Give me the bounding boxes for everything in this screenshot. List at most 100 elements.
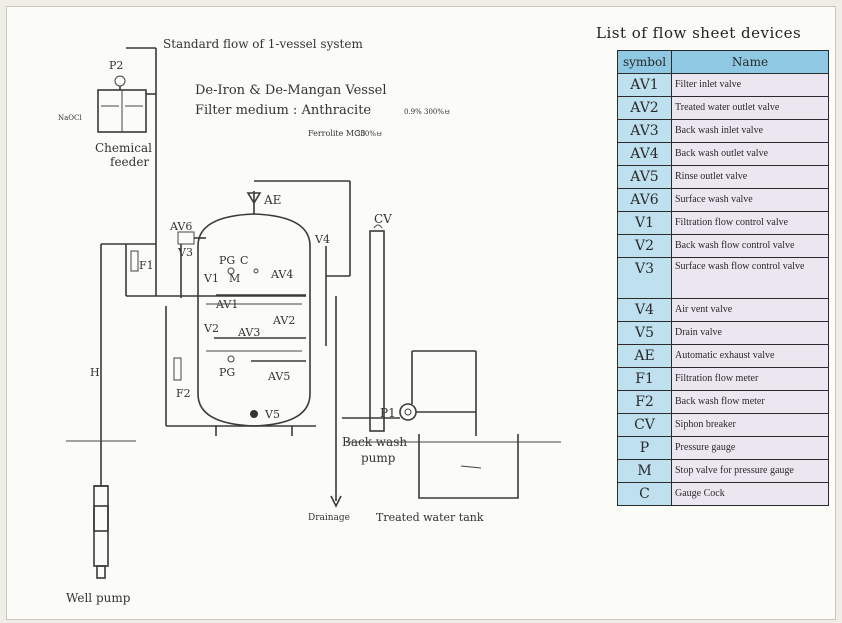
header-symbol: symbol: [617, 50, 672, 74]
pg-upper-gauge: [227, 267, 235, 275]
device-symbol: V5: [617, 321, 672, 345]
device-symbol: AV5: [617, 165, 672, 189]
header-name: Name: [671, 50, 829, 74]
device-symbol: AE: [617, 344, 672, 368]
filter-medium-value-1: 0.9% 300%ㅂ: [404, 108, 450, 116]
label-f1: F1: [139, 259, 154, 272]
device-name: Stop valve for pressure gauge: [671, 459, 829, 483]
f2-meter: [173, 357, 182, 381]
label-m: M: [229, 272, 240, 285]
device-symbol: AV3: [617, 119, 672, 143]
v5-valve: [250, 410, 258, 418]
device-name: Surface wash flow control valve: [671, 257, 829, 299]
label-v1: V1: [203, 272, 219, 285]
label-backwash-pump-2: pump: [361, 451, 396, 465]
cv-siphon: [369, 224, 385, 432]
device-symbol: AV6: [617, 188, 672, 212]
filter-medium-label-2: Ferrolite MC3: [308, 129, 365, 138]
device-symbol: AV2: [617, 96, 672, 120]
header-title: Standard flow of 1-vessel system: [163, 37, 363, 51]
device-name: Pressure gauge: [671, 436, 829, 460]
f1-meter-line: [100, 243, 306, 486]
device-name: Automatic exhaust valve: [671, 344, 829, 368]
device-name: Back wash inlet valve: [671, 119, 829, 143]
label-drainage: Drainage: [308, 513, 350, 523]
label-well-pump: Well pump: [66, 591, 131, 605]
device-symbol: F2: [617, 390, 672, 414]
device-name: Back wash flow control valve: [671, 234, 829, 258]
device-name: Drain valve: [671, 321, 829, 345]
device-name: Filter inlet valve: [671, 73, 829, 97]
device-symbol: V2: [617, 234, 672, 258]
device-symbol: AV1: [617, 73, 672, 97]
device-symbol: P: [617, 436, 672, 460]
device-name: Surface wash valve: [671, 188, 829, 212]
device-name: Back wash outlet valve: [671, 142, 829, 166]
label-pg-lower: PG: [219, 366, 235, 379]
device-symbol: M: [617, 459, 672, 483]
filter-medium-label: Filter medium : Anthracite: [195, 103, 371, 118]
label-v4: V4: [314, 233, 330, 246]
label-pg-upper: PG: [219, 254, 235, 267]
device-symbol: C: [617, 482, 672, 506]
device-name: Air vent valve: [671, 298, 829, 322]
label-av2: AV2: [272, 314, 295, 327]
label-av4: AV4: [270, 268, 293, 281]
label-cv: CV: [374, 212, 392, 226]
filter-vessel: [165, 213, 316, 436]
label-f2: F2: [176, 387, 191, 400]
gauge-cock: [253, 268, 259, 274]
device-symbol: V1: [617, 211, 672, 235]
device-symbol: CV: [617, 413, 672, 437]
pg-lower-gauge: [227, 355, 235, 363]
label-v2: V2: [203, 322, 219, 335]
device-symbol: V3: [617, 257, 672, 299]
device-name: Gauge Cock: [671, 482, 829, 506]
label-ae: AE: [263, 193, 281, 207]
device-list-title: List of flow sheet devices: [596, 24, 802, 42]
label-c: C: [240, 254, 248, 267]
device-name: Siphon breaker: [671, 413, 829, 437]
label-naocl: NaOCl: [58, 114, 82, 122]
label-av6: AV6: [169, 220, 192, 233]
device-name: Back wash flow meter: [671, 390, 829, 414]
flow-diagram: Standard flow of 1-vessel system De-Iron…: [58, 37, 561, 605]
chemical-feeder: [97, 47, 157, 296]
backwash-pump: [342, 350, 477, 436]
well-pump: [66, 440, 136, 579]
label-h: H: [90, 366, 100, 379]
device-name: Filtration flow control valve: [671, 211, 829, 235]
label-v5: V5: [264, 408, 280, 421]
device-symbol: V4: [617, 298, 672, 322]
device-symbol: AV4: [617, 142, 672, 166]
treated-water-tank: [346, 434, 561, 499]
label-v3: V3: [177, 246, 193, 259]
label-av1: AV1: [215, 298, 238, 311]
label-av5: AV5: [267, 370, 290, 383]
filter-medium-value-2: 300%ㅂ: [356, 130, 382, 138]
device-name: Rinse outlet valve: [671, 165, 829, 189]
device-symbol: F1: [617, 367, 672, 391]
label-chemical-feeder: Chemical: [95, 141, 152, 155]
av6-assembly: [177, 231, 206, 298]
label-p1: P1: [380, 406, 396, 420]
label-chemical-feeder-2: feeder: [110, 155, 149, 169]
